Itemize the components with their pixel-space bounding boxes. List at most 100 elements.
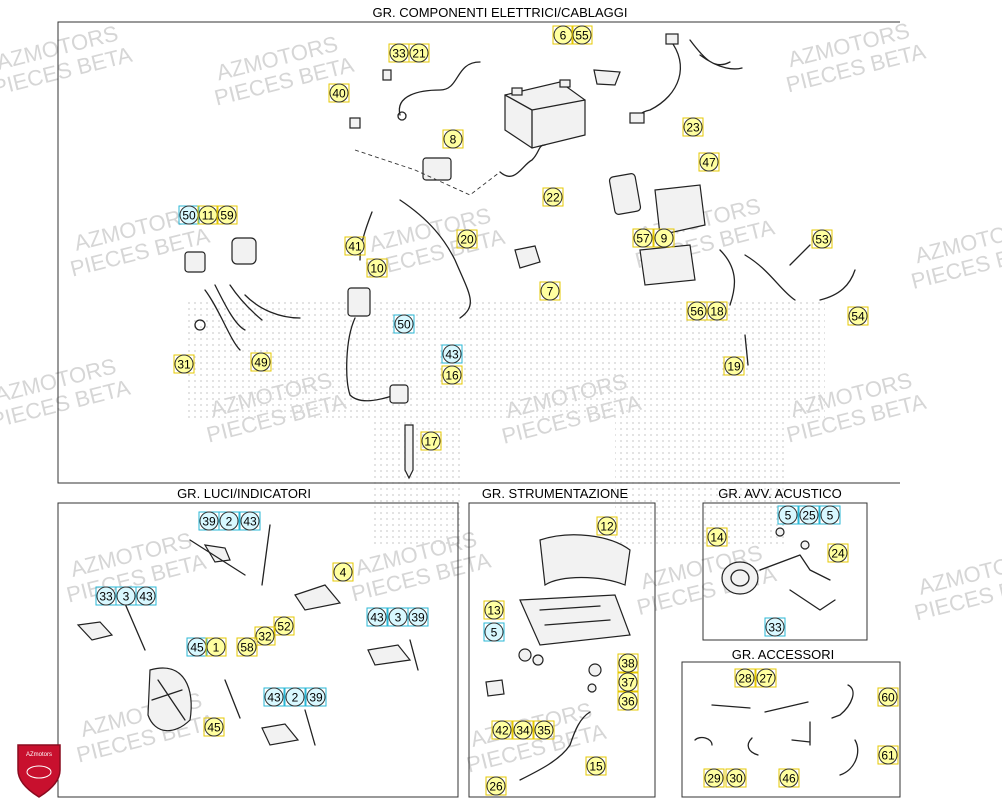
callout-42: 42 [491, 720, 513, 740]
callout-circle [633, 228, 653, 248]
callout-circle [765, 617, 785, 637]
callout-circle [237, 637, 257, 657]
callout-45: 45 [203, 717, 225, 737]
title-electrical: GR. COMPONENTI ELETTRICI/CABLAGGI [373, 5, 628, 20]
callout-circle [618, 672, 638, 692]
callout-4: 4 [332, 562, 354, 582]
callout-label: 43 [139, 590, 153, 604]
callout-45: 45 [186, 637, 208, 657]
callout-circle [274, 616, 294, 636]
callout-circle [408, 607, 428, 627]
callout-circle [707, 301, 727, 321]
callout-23: 23 [682, 117, 704, 137]
callout-16: 16 [441, 365, 463, 385]
callout-label: 60 [881, 691, 895, 705]
callout-label: 11 [202, 209, 215, 223]
callout-39: 39 [407, 607, 429, 627]
callout-circle [735, 668, 755, 688]
callout-3: 3 [115, 586, 137, 606]
callout-50: 50 [393, 314, 415, 334]
callout-circle [586, 756, 606, 776]
callout-circle [572, 25, 592, 45]
callout-5: 5 [483, 622, 505, 642]
callout-circle [878, 687, 898, 707]
parts-horn [721, 527, 836, 611]
callout-circle [486, 776, 506, 796]
callout-39: 39 [305, 687, 327, 707]
callout-circle [333, 562, 353, 582]
callout-circle [409, 43, 429, 63]
callout-25: 25 [798, 505, 820, 525]
title-accessories: GR. ACCESSORI [732, 647, 835, 662]
callout-circle [367, 607, 387, 627]
callout-circle [543, 187, 563, 207]
callout-circle [699, 152, 719, 172]
callout-47: 47 [698, 152, 720, 172]
callout-label: 33 [99, 590, 113, 604]
callout-circle [421, 431, 441, 451]
callout-circle [389, 43, 409, 63]
callout-10: 10 [366, 258, 388, 278]
callout-circle [255, 626, 275, 646]
callout-label: 13 [487, 604, 501, 618]
callout-circle [484, 622, 504, 642]
callout-28: 28 [734, 668, 756, 688]
callout-label: 49 [254, 356, 268, 370]
callout-36: 36 [617, 691, 639, 711]
callout-label: 39 [309, 691, 323, 705]
callout-label: 56 [690, 305, 704, 319]
callout-circle [174, 354, 194, 374]
callout-circle [756, 668, 776, 688]
callout-27: 27 [755, 668, 777, 688]
callout-33: 33 [95, 586, 117, 606]
callout-13: 13 [483, 600, 505, 620]
callout-label: 32 [258, 630, 272, 644]
callout-5: 5 [777, 505, 799, 525]
callout-label: 39 [202, 515, 216, 529]
callout-24: 24 [827, 543, 849, 563]
callout-label: 16 [445, 369, 459, 383]
callout-32: 32 [254, 626, 276, 646]
callout-label: 33 [768, 621, 782, 635]
callout-circle [394, 314, 414, 334]
callout-circle [96, 586, 116, 606]
section-frames [57, 21, 901, 798]
callout-circle [513, 720, 533, 740]
callout-circle [388, 607, 408, 627]
callout-label: 5 [827, 509, 834, 523]
callout-18: 18 [706, 301, 728, 321]
callout-circle [484, 600, 504, 620]
callout-15: 15 [585, 756, 607, 776]
callout-label: 19 [727, 360, 741, 374]
callout-39: 39 [198, 511, 220, 531]
callout-label: 2 [226, 515, 233, 529]
callout-label: 17 [424, 435, 438, 449]
callout-label: 54 [851, 310, 865, 324]
callout-label: 42 [495, 724, 509, 738]
callout-22: 22 [542, 187, 564, 207]
callout-label: 1 [213, 641, 220, 655]
callout-21: 21 [408, 43, 430, 63]
callout-2: 2 [284, 687, 306, 707]
callout-37: 37 [617, 672, 639, 692]
callout-label: 52 [277, 620, 291, 634]
callout-circle [707, 527, 727, 547]
parts-electrical [184, 33, 856, 480]
callout-label: 47 [702, 156, 716, 170]
callout-label: 61 [881, 749, 895, 763]
callout-52: 52 [273, 616, 295, 636]
svg-text:AZmotors: AZmotors [26, 752, 52, 758]
callout-label: 18 [710, 305, 724, 319]
callout-label: 53 [815, 233, 829, 247]
callout-53: 53 [811, 229, 833, 249]
callout-circle [683, 117, 703, 137]
title-horn: GR. AVV. ACUSTICO [718, 486, 842, 501]
callout-20: 20 [456, 229, 478, 249]
callout-label: 23 [686, 121, 700, 135]
callout-circle [492, 720, 512, 740]
callout-circle [779, 768, 799, 788]
callout-circle [345, 236, 365, 256]
callout-circle [618, 691, 638, 711]
callout-circle [724, 356, 744, 376]
